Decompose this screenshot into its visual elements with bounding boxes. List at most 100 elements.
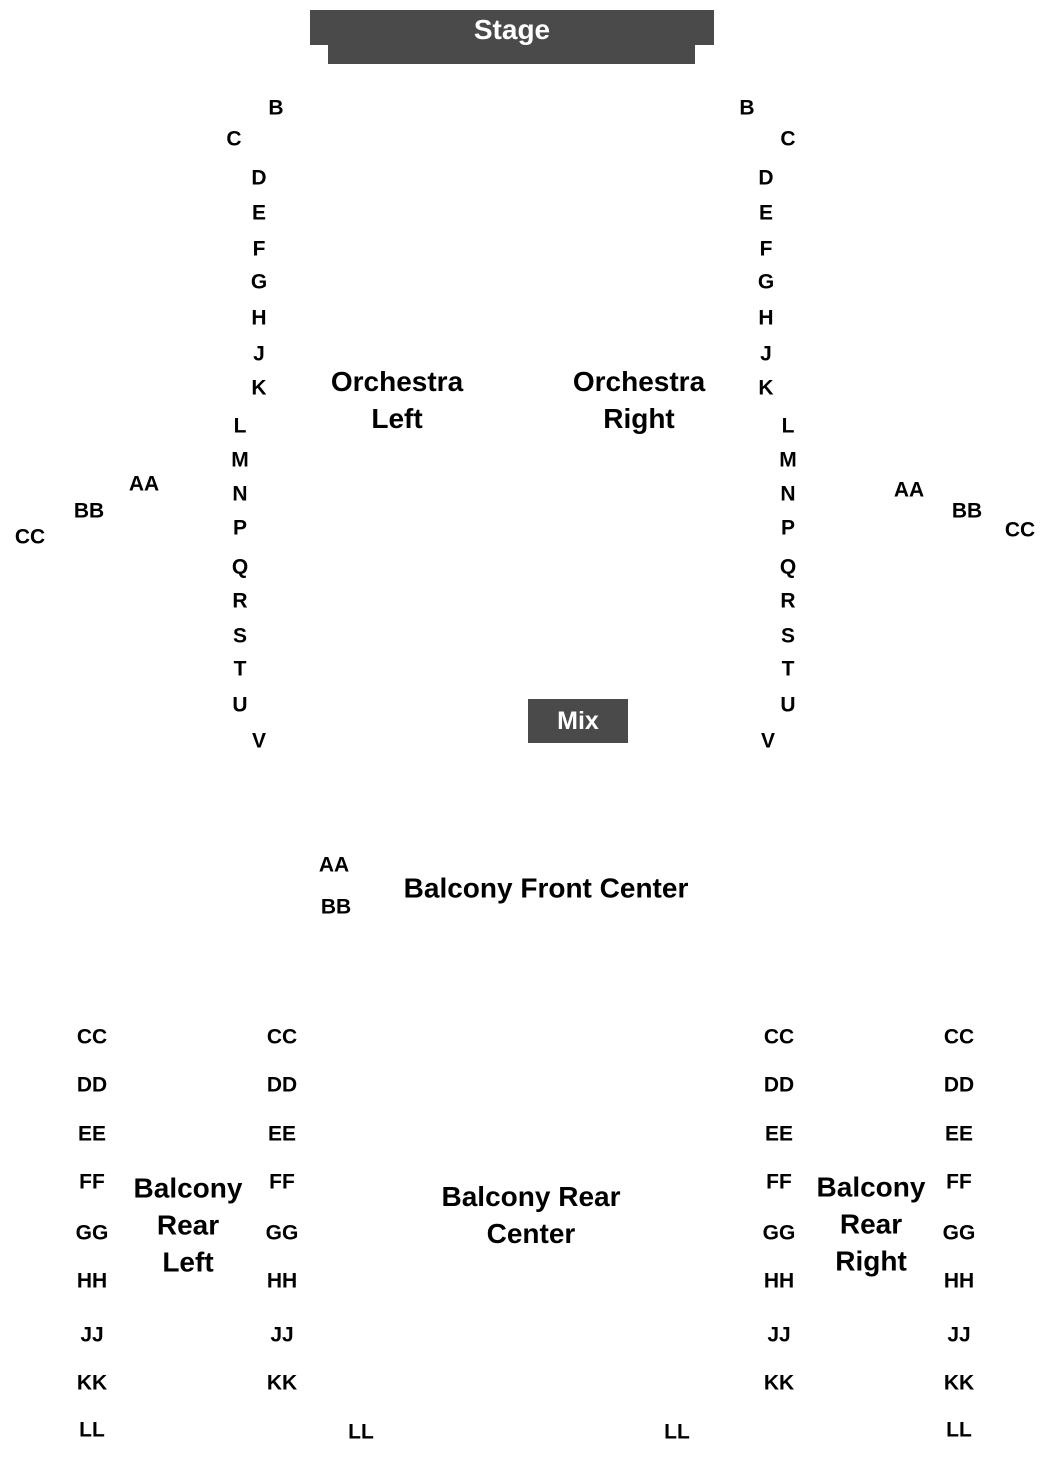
row-label-rear-right-outer: JJ bbox=[947, 1323, 971, 1347]
row-label-orchestra-left: M bbox=[231, 448, 249, 472]
row-label-rear-center-left: LL bbox=[348, 1420, 374, 1444]
row-label-side-left: CC bbox=[14, 525, 46, 549]
row-label-rear-right-inner: DD bbox=[763, 1073, 795, 1097]
row-label-orchestra-right: S bbox=[780, 624, 796, 648]
row-label-orchestra-left: D bbox=[251, 166, 267, 190]
row-label-side-left: AA bbox=[128, 472, 160, 496]
section-label-line: Rear bbox=[839, 1208, 903, 1240]
row-label-orchestra-right: G bbox=[757, 270, 775, 294]
row-label-rear-left-inner: HH bbox=[266, 1269, 298, 1293]
row-label-rear-right-outer: CC bbox=[943, 1025, 975, 1049]
row-label-rear-right-outer: KK bbox=[943, 1371, 975, 1395]
row-label-rear-right-outer: EE bbox=[944, 1122, 974, 1146]
section-label-line: Balcony Front Center bbox=[403, 872, 689, 904]
row-label-rear-left-outer: DD bbox=[76, 1073, 108, 1097]
section-orchestra-left[interactable]: Orchestra Left bbox=[331, 363, 463, 437]
row-label-side-right: BB bbox=[951, 499, 983, 523]
row-label-rear-left-outer: KK bbox=[76, 1371, 108, 1395]
row-label-orchestra-right: Q bbox=[779, 555, 797, 579]
row-label-orchestra-right: F bbox=[759, 237, 773, 261]
section-label-line: Orchestra bbox=[330, 366, 464, 397]
row-label-rear-left-inner: JJ bbox=[270, 1323, 294, 1347]
stage-block-top bbox=[310, 10, 714, 45]
row-label-rear-left-outer: FF bbox=[79, 1170, 105, 1194]
row-label-orchestra-right: T bbox=[781, 657, 795, 681]
row-label-rear-right-inner: FF bbox=[766, 1170, 792, 1194]
section-label-line: Balcony bbox=[816, 1171, 926, 1203]
row-label-orchestra-right: J bbox=[760, 342, 772, 366]
row-label-orchestra-right: R bbox=[780, 589, 796, 613]
mix-label: Mix bbox=[557, 706, 599, 735]
row-label-orchestra-right: C bbox=[780, 127, 796, 151]
row-label-balcony-front: AA bbox=[318, 853, 350, 877]
row-label-orchestra-right: P bbox=[780, 516, 796, 540]
row-label-rear-left-outer: GG bbox=[75, 1221, 109, 1245]
row-label-rear-left-inner: EE bbox=[267, 1122, 297, 1146]
row-label-balcony-front: BB bbox=[320, 895, 352, 919]
row-label-rear-left-inner: DD bbox=[266, 1073, 298, 1097]
row-label-rear-right-inner: EE bbox=[764, 1122, 794, 1146]
row-label-rear-left-inner: CC bbox=[266, 1025, 298, 1049]
row-label-side-right: AA bbox=[893, 478, 925, 502]
row-label-orchestra-left: G bbox=[250, 270, 268, 294]
row-label-rear-left-outer: JJ bbox=[80, 1323, 104, 1347]
section-label-line: Right bbox=[835, 1245, 907, 1277]
row-label-rear-left-outer: CC bbox=[76, 1025, 108, 1049]
row-label-rear-right-inner: CC bbox=[763, 1025, 795, 1049]
row-label-orchestra-left: N bbox=[232, 482, 248, 506]
row-label-orchestra-left: C bbox=[226, 127, 242, 151]
row-label-orchestra-right: K bbox=[758, 376, 774, 400]
row-label-orchestra-left: J bbox=[253, 342, 265, 366]
row-label-rear-right-outer: DD bbox=[943, 1073, 975, 1097]
stage-label: Stage bbox=[473, 14, 551, 45]
row-label-orchestra-left: K bbox=[251, 376, 267, 400]
row-label-orchestra-right: D bbox=[758, 166, 774, 190]
row-label-rear-left-outer: EE bbox=[77, 1122, 107, 1146]
row-label-orchestra-left: B bbox=[268, 96, 284, 120]
row-label-orchestra-right: E bbox=[758, 201, 774, 225]
row-label-rear-right-outer: GG bbox=[942, 1221, 976, 1245]
row-label-orchestra-left: V bbox=[251, 729, 267, 753]
row-label-rear-right-outer: LL bbox=[946, 1418, 972, 1442]
row-label-rear-right-inner: KK bbox=[763, 1371, 795, 1395]
row-label-orchestra-right: U bbox=[780, 693, 796, 717]
row-label-orchestra-left: L bbox=[233, 414, 247, 438]
section-label-line: Left bbox=[162, 1246, 214, 1278]
row-label-orchestra-left: T bbox=[233, 657, 247, 681]
section-label-line: Balcony bbox=[133, 1172, 243, 1204]
mix-booth: Mix bbox=[528, 699, 628, 743]
row-label-rear-right-inner: GG bbox=[762, 1221, 796, 1245]
row-label-rear-left-inner: FF bbox=[269, 1170, 295, 1194]
row-label-rear-center-right: LL bbox=[664, 1420, 690, 1444]
section-balcony-rear-right[interactable]: Balcony Rear Right bbox=[817, 1169, 926, 1280]
row-label-orchestra-right: H bbox=[758, 306, 774, 330]
section-balcony-rear-center[interactable]: Balcony Rear Center bbox=[442, 1178, 621, 1252]
row-label-rear-left-inner: KK bbox=[266, 1371, 298, 1395]
row-label-orchestra-left: E bbox=[251, 201, 267, 225]
row-label-rear-left-inner: GG bbox=[265, 1221, 299, 1245]
section-label-line: Center bbox=[486, 1218, 576, 1249]
row-label-rear-right-inner: HH bbox=[763, 1269, 795, 1293]
section-label-line: Left bbox=[371, 403, 423, 434]
row-label-orchestra-right: N bbox=[780, 482, 796, 506]
row-label-rear-right-inner: JJ bbox=[767, 1323, 791, 1347]
row-label-orchestra-left: R bbox=[232, 589, 248, 613]
row-label-orchestra-left: H bbox=[251, 306, 267, 330]
row-label-orchestra-left: S bbox=[232, 624, 248, 648]
stage-block-bottom bbox=[328, 44, 695, 64]
row-label-rear-left-outer: HH bbox=[76, 1269, 108, 1293]
section-label-line: Rear bbox=[156, 1209, 220, 1241]
row-label-rear-right-outer: HH bbox=[943, 1269, 975, 1293]
row-label-orchestra-right: B bbox=[739, 96, 755, 120]
row-label-orchestra-left: Q bbox=[231, 555, 249, 579]
section-label-line: Balcony Rear bbox=[441, 1181, 621, 1212]
section-balcony-front-center[interactable]: Balcony Front Center bbox=[404, 870, 689, 907]
row-label-orchestra-right: M bbox=[779, 448, 797, 472]
section-balcony-rear-left[interactable]: Balcony Rear Left bbox=[134, 1170, 243, 1281]
row-label-orchestra-left: F bbox=[252, 237, 266, 261]
row-label-orchestra-right: V bbox=[760, 729, 776, 753]
row-label-orchestra-left: U bbox=[232, 693, 248, 717]
row-label-orchestra-right: L bbox=[781, 414, 795, 438]
row-label-orchestra-left: P bbox=[232, 516, 248, 540]
section-orchestra-right[interactable]: Orchestra Right bbox=[573, 363, 705, 437]
